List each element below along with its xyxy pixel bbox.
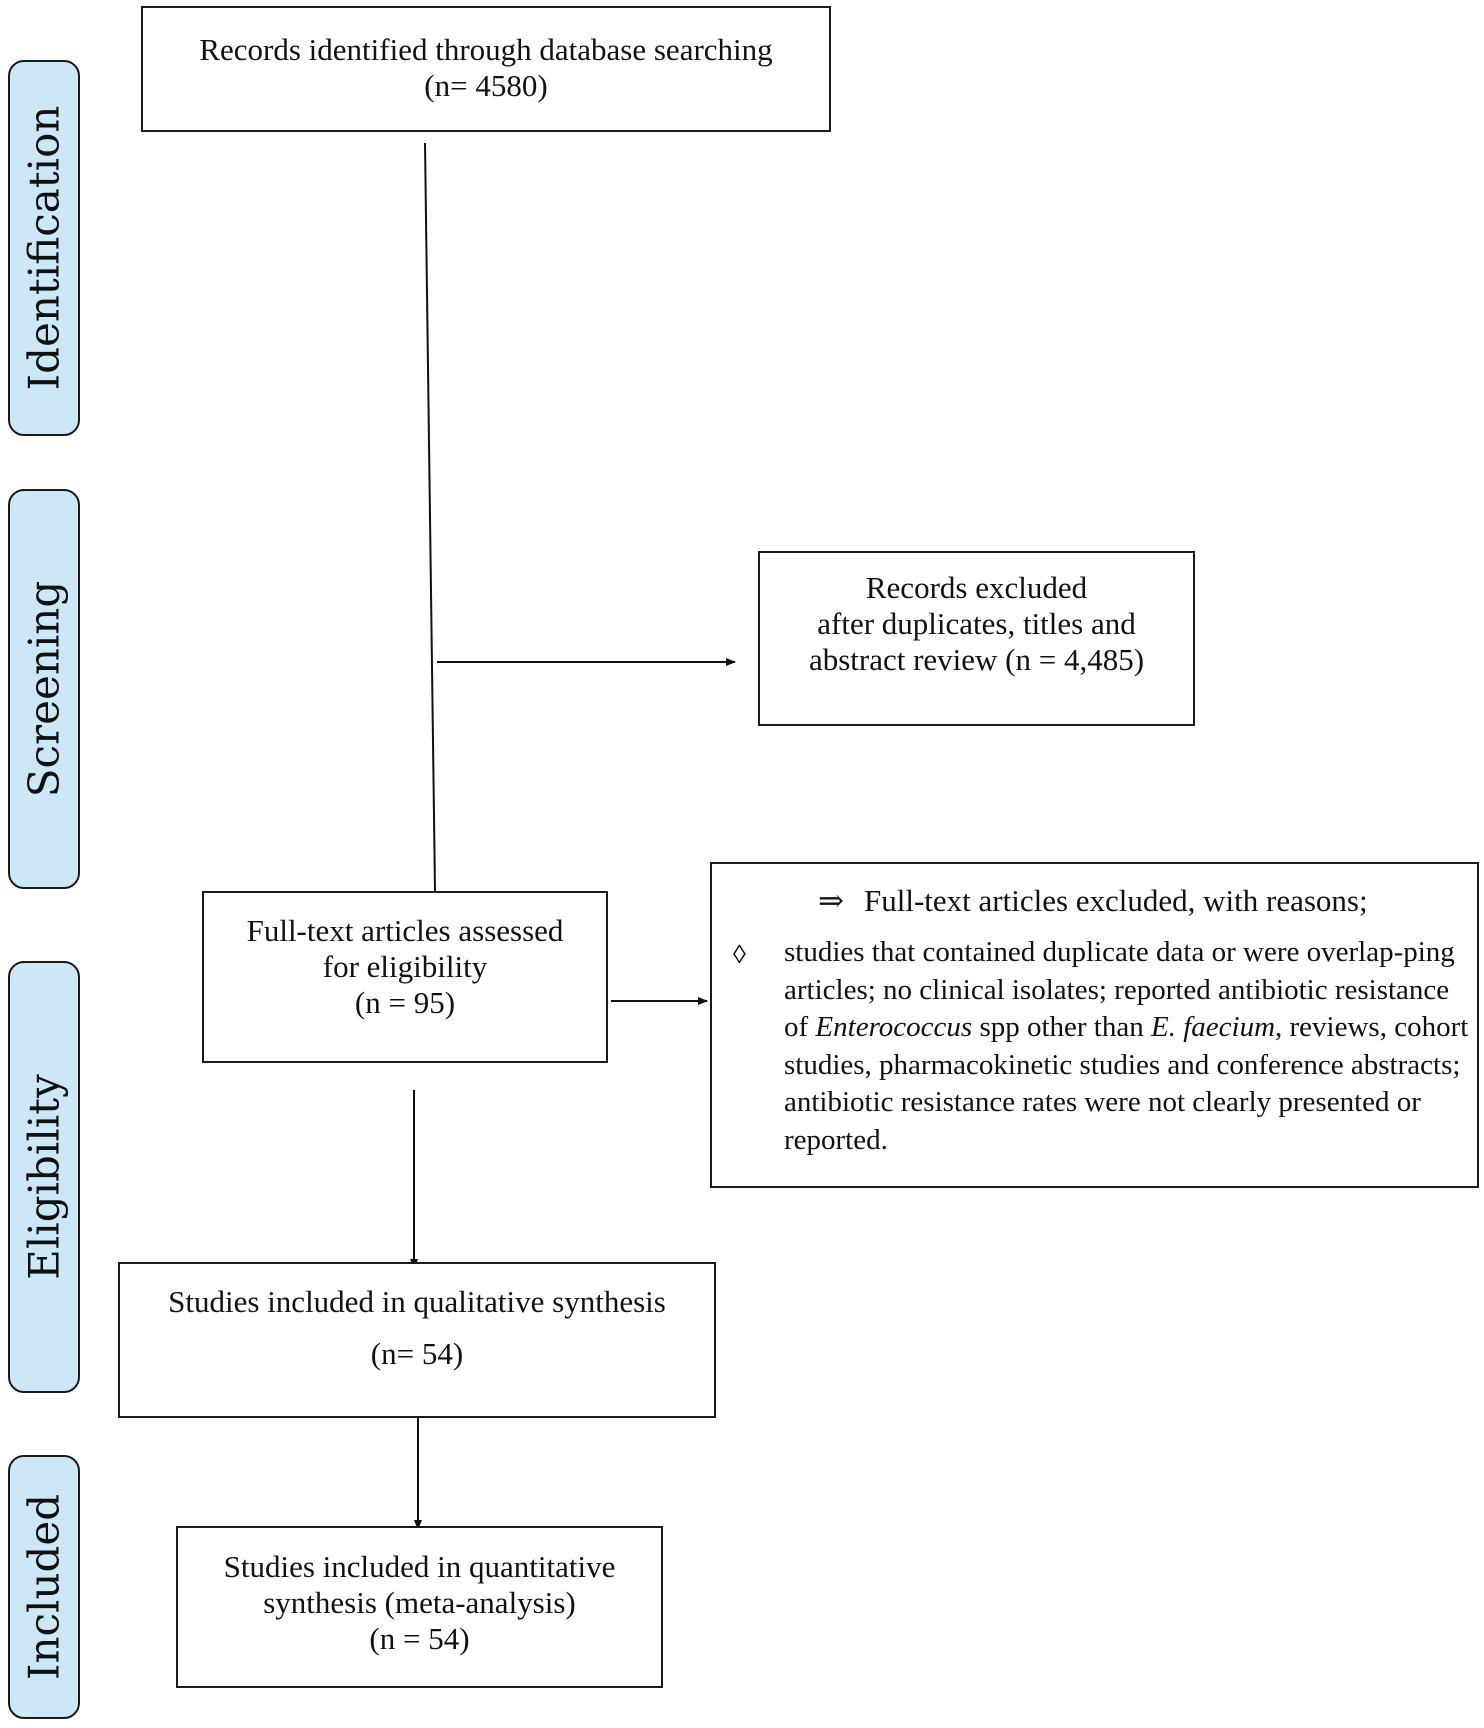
fulltext-assessed-line2: for eligibility [322, 949, 488, 984]
phase-screening: Screening [8, 489, 80, 889]
records-excluded-line1: Records excluded [865, 570, 1088, 605]
phase-included: Included [8, 1455, 80, 1719]
fulltext-excluded-reasons: studies that contained duplicate data or… [784, 934, 1474, 1159]
phase-identification: Identification [8, 60, 80, 436]
fulltext-excluded-heading-row: ⇒ Full-text articles excluded, with reaso… [818, 883, 1368, 919]
phase-eligibility: Eligibility [8, 961, 80, 1393]
qualitative-synthesis-box: Studies included in qualitative synthesi… [118, 1262, 716, 1418]
records-identified-count: (n= 4580) [424, 68, 548, 103]
records-excluded-line2: after duplicates, titles and [817, 606, 1136, 641]
quantitative-synthesis-line2: synthesis (meta-analysis) [263, 1585, 576, 1620]
records-excluded-box: Records excluded after duplicates, title… [758, 551, 1195, 726]
fulltext-assessed-line1: Full-text articles assessed [246, 913, 564, 948]
qualitative-synthesis-text: Studies included in qualitative synthesi… [168, 1284, 666, 1319]
fulltext-assessed-count: (n = 95) [354, 985, 456, 1020]
reasons-italic-species: E. faecium [1151, 1011, 1276, 1043]
reasons-text-3: , reviews, cohort studies, pharmacokinet… [784, 1011, 1469, 1156]
records-excluded-line3: abstract review (n = 4,485) [808, 642, 1145, 677]
records-identified-box: Records identified through database sear… [141, 6, 831, 132]
fulltext-excluded-box [710, 862, 1479, 1188]
diamond-bullet-icon: ◊ [733, 940, 746, 969]
quantitative-synthesis-box: Studies included in quantitative synthes… [176, 1526, 663, 1688]
fulltext-assessed-box: Full-text articles assessed for eligibil… [202, 891, 608, 1063]
records-identified-text: Records identified through database sear… [199, 32, 773, 67]
reasons-italic-genus: Enterococcus [815, 1011, 973, 1043]
reasons-text-2: spp other than [972, 1011, 1151, 1043]
double-arrow-icon: ⇒ [818, 883, 844, 918]
qualitative-synthesis-count: (n= 54) [370, 1336, 464, 1371]
quantitative-synthesis-count: (n = 54) [369, 1621, 470, 1656]
connector-identified-to-assessed [424, 142, 436, 892]
reasons-text-1: studies that contained duplicate data or… [784, 936, 1455, 1043]
fulltext-excluded-heading: Full-text articles excluded, with reason… [863, 883, 1368, 918]
quantitative-synthesis-line1: Studies included in quantitative [223, 1549, 616, 1584]
